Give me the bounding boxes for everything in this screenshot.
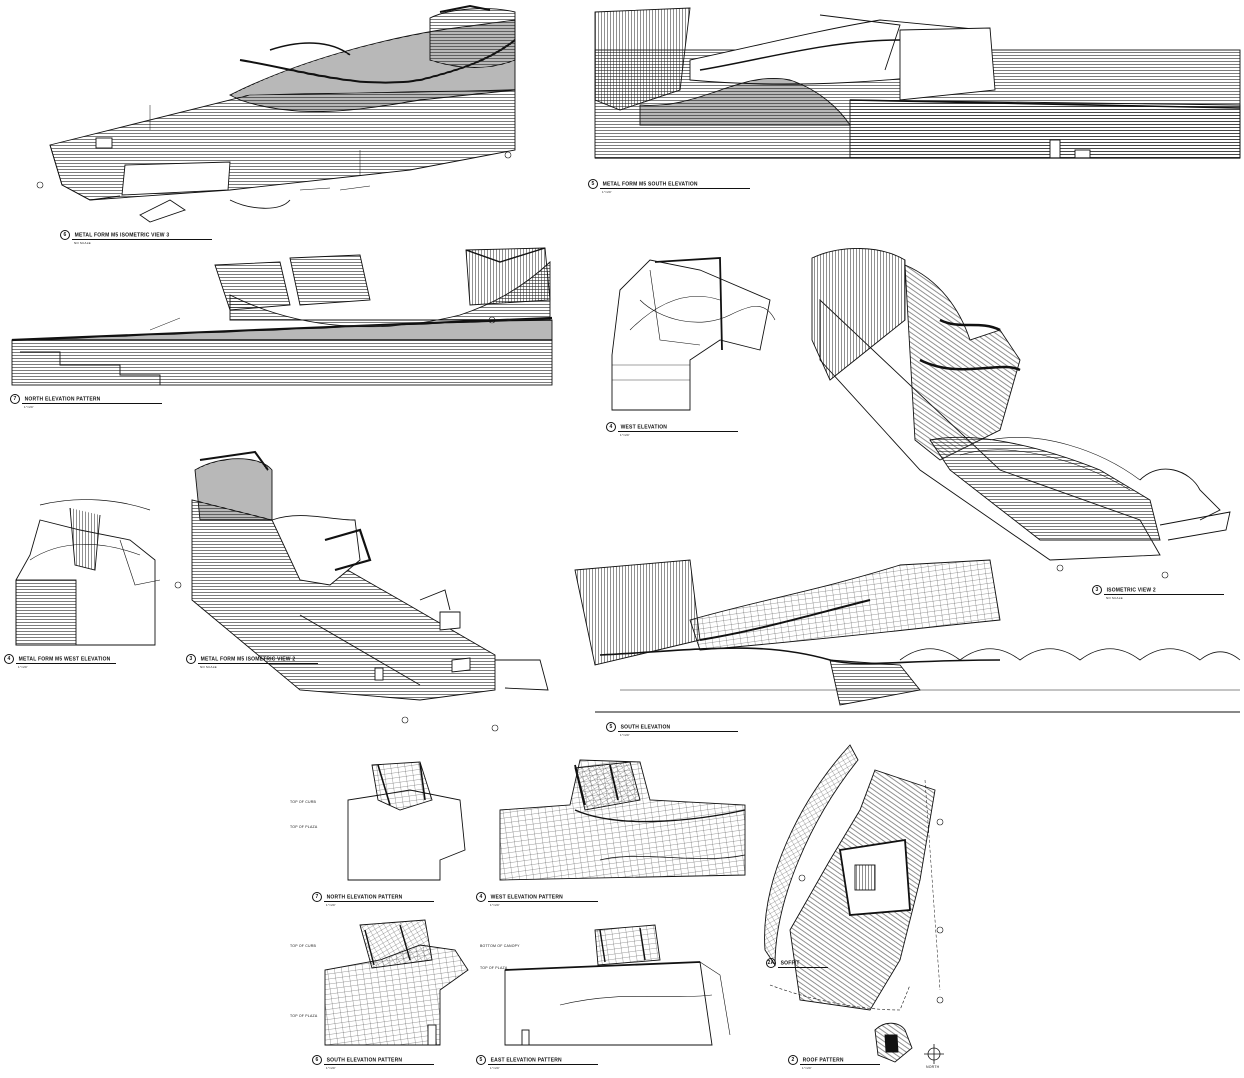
title-underline <box>22 403 162 404</box>
north-arrow-label: NORTH <box>926 1065 940 1069</box>
title-isometric-view-2: 3 ISOMETRIC VIEW 2 NO SCALE <box>1092 585 1224 600</box>
title-metal-form-m5-isometric-view-2: 3 METAL FORM M5 ISOMETRIC VIEW 2 NO SCAL… <box>186 654 318 669</box>
drawing-m5-south-elevation <box>594 7 1241 159</box>
drawing-number: 4 <box>476 892 486 902</box>
drawing-title: METAL FORM M5 WEST ELEVATION <box>18 656 111 663</box>
drawing-scale: 1"=20' <box>620 733 630 737</box>
drawing-number: 4 <box>4 654 14 664</box>
drawing-south-elevation-pattern <box>324 919 469 1046</box>
drawing-east-elevation-pattern <box>504 924 731 1046</box>
title-underline <box>488 901 598 902</box>
drawing-title: ROOF PATTERN <box>802 1057 844 1064</box>
level-mark-top-of-plaza-1: TOP OF PLAZA <box>290 825 318 829</box>
drawing-scale: NO SCALE <box>200 665 217 669</box>
drawing-number: 2 <box>788 1055 798 1065</box>
drawing-north-elevation-pattern-upper <box>11 247 553 386</box>
title-north-elevation-pattern-lower: 7 NORTH ELEVATION PATTERN 1"=20' <box>312 892 434 907</box>
drawing-title: METAL FORM M5 SOUTH ELEVATION <box>602 181 698 188</box>
title-underline <box>600 188 750 189</box>
title-west-elevation: 4 WEST ELEVATION 1"=20' <box>606 422 738 437</box>
drawing-number: 3 <box>186 654 196 664</box>
title-underline <box>618 731 738 732</box>
drawing-scale: 1"=20' <box>490 1066 500 1070</box>
title-underline <box>800 1064 880 1065</box>
drawing-number: 4 <box>606 422 616 432</box>
title-underline <box>324 901 434 902</box>
drawing-title: SOFFIT <box>780 960 800 967</box>
level-mark-bottom-of-canopy: BOTTOM OF CANOPY <box>480 944 520 948</box>
level-mark-top-of-plaza-2: TOP OF PLAZA <box>290 1014 318 1018</box>
drawing-scale: 1"=20' <box>602 190 612 194</box>
drawing-title: SOUTH ELEVATION PATTERN <box>326 1057 403 1064</box>
drawing-number: 5 <box>606 722 616 732</box>
drawing-west-elevation-pattern <box>499 759 746 881</box>
level-mark-top-of-plaza-3: TOP OF PLAZA <box>480 966 508 970</box>
title-soffit: 2A SOFFIT <box>766 958 828 968</box>
drawing-scale: 1"=20' <box>18 665 28 669</box>
drawing-scale: 1"=20' <box>620 433 630 437</box>
drawing-scale: 1"=20' <box>24 405 34 409</box>
drawing-soffit-roof-plan <box>764 744 944 1064</box>
title-east-elevation-pattern: 5 EAST ELEVATION PATTERN 1"=20' <box>476 1055 598 1070</box>
drawing-number: 6 <box>312 1055 322 1065</box>
drawing-isometric-view-3 <box>36 4 516 223</box>
drawing-title: SOUTH ELEVATION <box>620 724 671 731</box>
drawing-scale: 1"=20' <box>326 903 336 907</box>
drawing-south-elevation <box>574 559 1241 713</box>
drawing-number: 7 <box>10 394 20 404</box>
drawing-title: NORTH ELEVATION PATTERN <box>24 396 101 403</box>
drawing-number: 5 <box>476 1055 486 1065</box>
title-underline <box>488 1064 598 1065</box>
title-underline <box>618 431 738 432</box>
title-underline <box>198 663 318 664</box>
drawing-number: 6 <box>60 230 70 240</box>
drawing-isometric-view-2 <box>811 248 1231 579</box>
title-underline <box>16 663 116 664</box>
drawing-north-elevation-pattern-lower <box>347 761 466 881</box>
title-metal-form-m5-isometric-view-3: 6 METAL FORM M5 ISOMETRIC VIEW 3 NO SCAL… <box>60 230 212 245</box>
drawing-title: NORTH ELEVATION PATTERN <box>326 894 403 901</box>
drawing-number: 2A <box>766 958 776 968</box>
title-south-elevation-pattern: 6 SOUTH ELEVATION PATTERN 1"=20' <box>312 1055 434 1070</box>
drawing-title: WEST ELEVATION <box>620 424 668 431</box>
drawing-west-elevation <box>611 257 776 411</box>
title-north-elevation-pattern-upper: 7 NORTH ELEVATION PATTERN 1"=20' <box>10 394 162 409</box>
title-west-elevation-pattern: 4 WEST ELEVATION PATTERN 1"=20' <box>476 892 598 907</box>
drawing-number: 7 <box>312 892 322 902</box>
drawing-scale: 1"=20' <box>490 903 500 907</box>
drawing-scale: NO SCALE <box>74 241 91 245</box>
title-metal-form-m5-west-elevation: 4 METAL FORM M5 WEST ELEVATION 1"=20' <box>4 654 116 669</box>
title-south-elevation: 5 SOUTH ELEVATION 1"=20' <box>606 722 738 737</box>
drawing-title: METAL FORM M5 ISOMETRIC VIEW 3 <box>74 232 170 239</box>
title-metal-form-m5-south-elevation: 5 METAL FORM M5 SOUTH ELEVATION 1"=20' <box>588 179 750 194</box>
drawing-title: ISOMETRIC VIEW 2 <box>1106 587 1156 594</box>
drawing-title: EAST ELEVATION PATTERN <box>490 1057 562 1064</box>
drawing-scale: 1"=20' <box>802 1066 812 1070</box>
title-roof-pattern: 2 ROOF PATTERN 1"=20' <box>788 1055 880 1070</box>
drawing-scale: NO SCALE <box>1106 596 1123 600</box>
drawing-number: 5 <box>588 179 598 189</box>
title-underline <box>324 1064 434 1065</box>
key-plan-thumbnail <box>874 1022 913 1063</box>
drawing-scale: 1"=20' <box>326 1066 336 1070</box>
title-underline <box>778 967 828 968</box>
drawing-title: WEST ELEVATION PATTERN <box>490 894 563 901</box>
level-mark-top-of-curb-1: TOP OF CURB <box>290 800 316 804</box>
drawing-number: 3 <box>1092 585 1102 595</box>
north-arrow-icon <box>924 1044 944 1064</box>
drawing-m5-west-elevation <box>15 499 161 646</box>
level-mark-top-of-curb-2: TOP OF CURB <box>290 944 316 948</box>
title-underline <box>1104 594 1224 595</box>
drawing-m5-isometric-view-2 <box>174 450 549 732</box>
title-underline <box>72 239 212 240</box>
drawing-title: METAL FORM M5 ISOMETRIC VIEW 2 <box>200 656 296 663</box>
